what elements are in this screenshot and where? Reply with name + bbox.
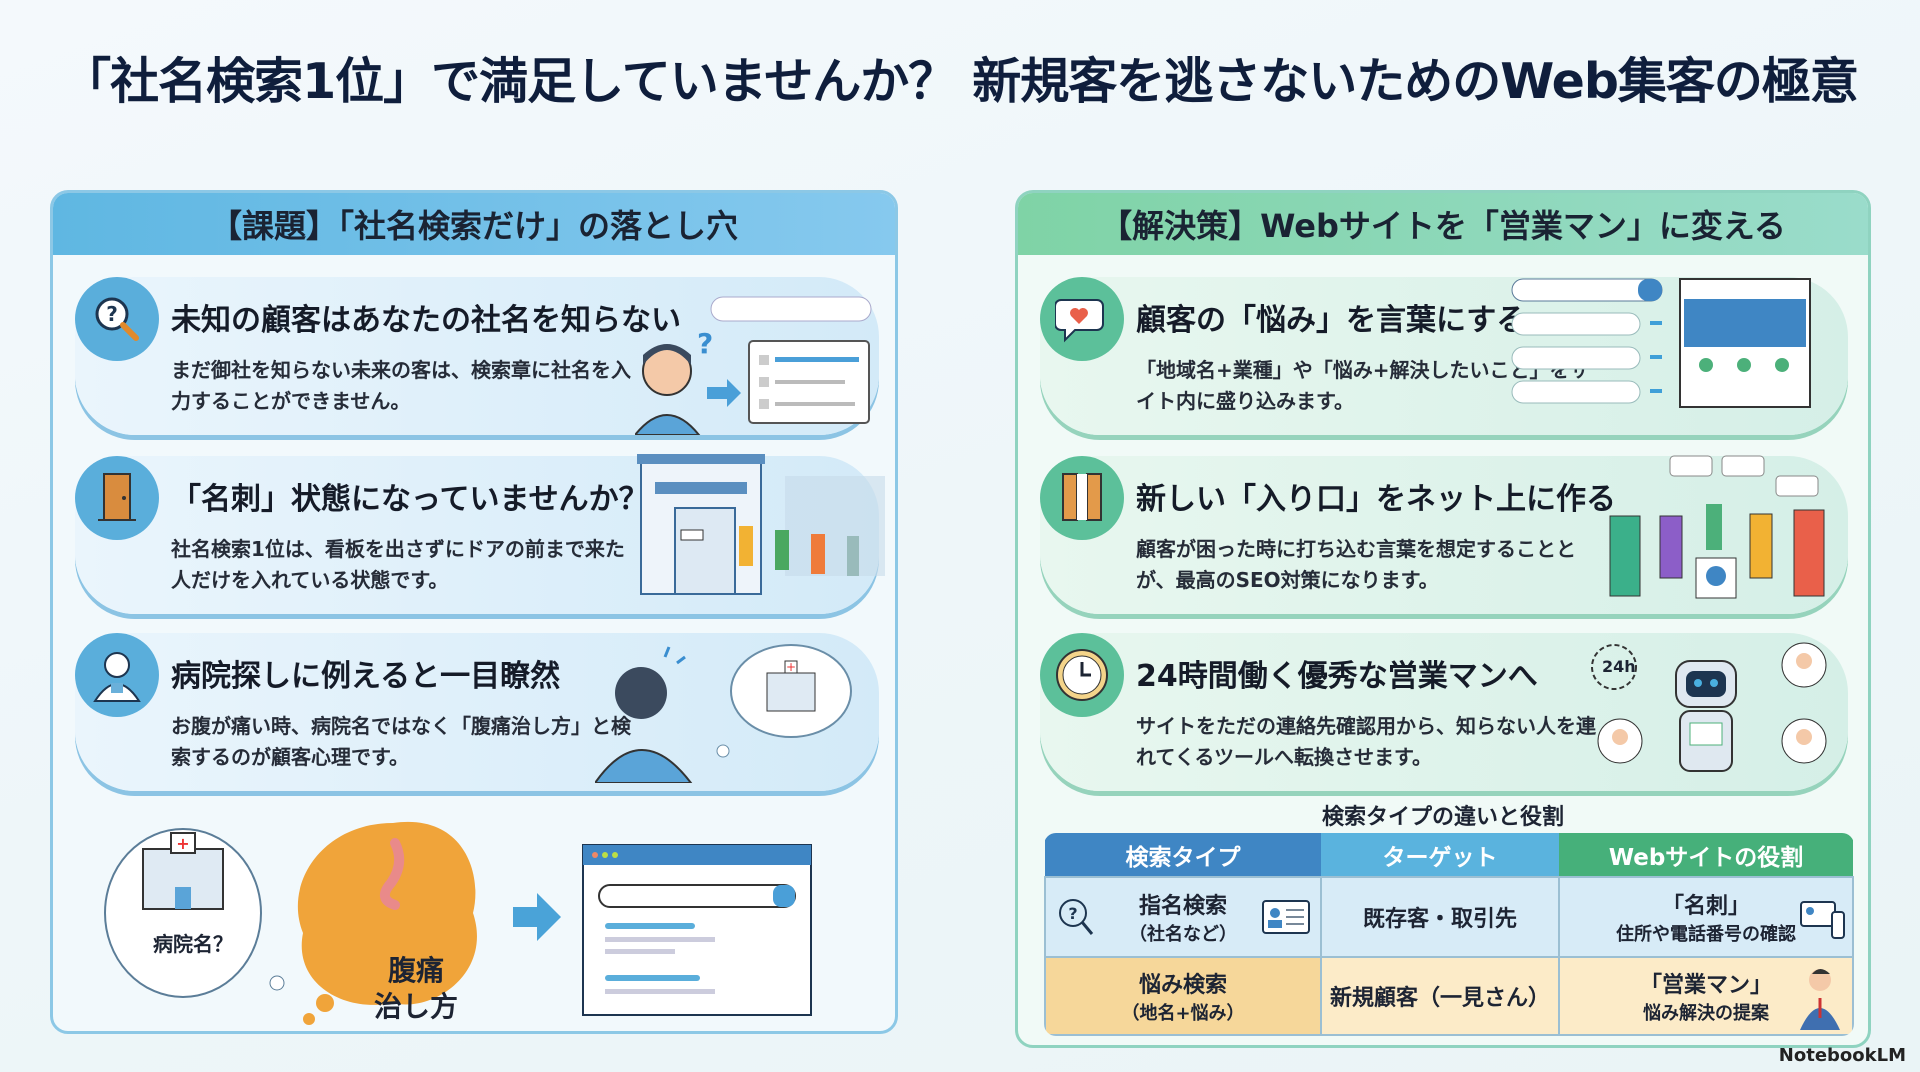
doctor-icon [75,633,159,717]
clock-icon [1040,633,1124,717]
solution-header: 【解決策】Webサイトを「営業マン」に変える [1018,193,1868,255]
svg-text:?: ? [697,327,713,360]
heart-chat-icon [1040,277,1124,361]
24h-badge: 24h [1602,657,1636,676]
magnifier-question-icon: ? [1059,899,1094,935]
search-type-note: （社名など） [1129,924,1237,945]
page-title: 「社名検索1位」で満足していませんか？ 新規客を逃さないためのWeb集客の極意 [62,53,1859,110]
card-body: お腹が痛い時、病院名ではなく「腹痛治し方」と検索するのが顧客心理です。 [171,714,631,769]
table-row: 悩み検索 （地名+悩み） 新規顧客（一見さん） 「営業マン」悩み解決の提案 [1044,956,1854,1036]
search-type: 悩み検索 [1138,973,1227,998]
problem-card-hospital-analogy: 病院探しに例えると一目瞭然 お腹が痛い時、病院名ではなく「腹痛治し方」と検索する… [75,633,879,791]
card-title: 新しい「入り口」をネット上に作る [1136,482,1616,517]
card-phone-icon [1800,901,1845,939]
card-title: 24時間働く優秀な営業マンへ [1136,659,1538,694]
card-title: 顧客の「悩み」を言葉にする [1136,303,1527,338]
browser-window [582,844,812,1016]
magnifier-question-icon: ? [75,277,159,361]
table-header-search-type: 検索タイプ [1045,833,1321,877]
problem-panel: 【課題】「社名検索だけ」の落とし穴 ? 未知の顧客はあなたの社名を知らない まだ… [50,190,898,1034]
target-cell: 既存客・取引先 [1320,876,1560,958]
svg-text:?: ? [106,302,118,326]
svg-text:?: ? [1068,904,1077,923]
role: 「営業マン」 [1639,973,1772,998]
target-cell: 新規顧客（一見さん） [1320,956,1560,1036]
role-cell: 「名刺」住所や電話番号の確認 [1558,876,1854,958]
card-title: 「名刺」状態になっていませんか？ [171,482,649,517]
card-body: まだ御社を知らない未来の客は、検索章に社名を入力することができません。 [171,358,631,413]
person-search-illustration: ? [635,296,872,435]
svg-text:+: + [176,834,189,853]
search-type: 指名検索 [1138,894,1227,919]
solution-card-24h-salesman: 24時間働く優秀な営業マンへ サイトをただの連絡先確認用から、知らない人を連れて… [1040,633,1848,791]
arrow-icon [513,893,561,941]
stomach-icon [380,838,405,910]
table-title: 検索タイプの違いと役割 [1321,805,1564,830]
search-box [598,884,796,908]
keywords-website-illustration [1511,278,1811,408]
door-icon [75,456,159,540]
svg-text:+: + [786,660,796,674]
search-phrase-line2: 治し方 [373,990,458,1023]
notebooklm-brand: NotebookLM [1778,1045,1906,1066]
search-type-cell: 悩み検索 （地名+悩み） [1044,956,1322,1036]
shop-door-illustration [637,454,885,595]
solution-card-worries-to-words: 顧客の「悩み」を言葉にする 「地域名+業種」や「悩み+解決したいこと」をサイト内… [1040,277,1848,435]
many-doors-illustration [1609,455,1825,599]
search-type-table: 検索タイプ ターゲット Webサイトの役割 指名検索 （社名など） ? 既存客・取… [1044,833,1854,1036]
card-body: 顧客が困った時に打ち込む言葉を想定することとが、最高のSEO対策になります。 [1136,537,1576,592]
problem-card-business-card-state: 「名刺」状態になっていませんか？ 社名検索1位は、看板を出さずにドアの前まで来た… [75,454,885,614]
robot-salesman-illustration [1591,642,1827,772]
card-title: 未知の顧客はあなたの社名を知らない [171,303,681,338]
table-row: 指名検索 （社名など） ? 既存客・取引先 「名刺」住所や電話番号の確認 [1044,876,1854,958]
card-title: 病院探しに例えると一目瞭然 [171,659,561,694]
search-type-note: （地名+悩み） [1121,1003,1245,1024]
role-note: 住所や電話番号の確認 [1616,924,1796,945]
problem-header: 【課題】「社名検索だけ」の落とし穴 [53,193,895,255]
role: 「名刺」 [1661,894,1750,919]
search-phrase-line1: 腹痛 [387,954,444,987]
stomach-ache-thought-bubble [297,821,477,1005]
open-door-icon [1040,456,1124,540]
search-comparison-illustration: + [104,821,812,1025]
worried-person-illustration: + [595,644,852,783]
hospital-name-label: 病院名？ [153,932,233,956]
role-cell: 「営業マン」悩み解決の提案 [1558,956,1854,1036]
solution-card-new-entrance: 新しい「入り口」をネット上に作る 顧客が困った時に打ち込む言葉を想定することとが… [1040,455,1848,614]
table-header-target: ターゲット [1321,833,1559,877]
role-note: 悩み解決の提案 [1643,1003,1769,1024]
id-card-icon [1262,900,1310,934]
search-type-cell: 指名検索 （社名など） ? [1044,876,1322,958]
card-body: 社名検索1位は、看板を出さずにドアの前まで来た人だけを入れている状態です。 [171,537,625,592]
solution-panel: 【解決策】Webサイトを「営業マン」に変える 顧客の「悩み」を言葉にする 「地域… [1015,190,1871,1048]
table-header-website-role: Webサイトの役割 [1559,833,1853,877]
problem-card-unknown-customers: ? 未知の顧客はあなたの社名を知らない まだ御社を知らない未来の客は、検索章に社… [75,277,879,435]
salesman-icon [1800,969,1840,1030]
card-body: 「地域名+業種」や「悩み+解決したいこと」をサイト内に盛り込みます。 [1136,358,1590,413]
card-body: サイトをただの連絡先確認用から、知らない人を連れてくるツールへ転換させます。 [1136,714,1596,769]
